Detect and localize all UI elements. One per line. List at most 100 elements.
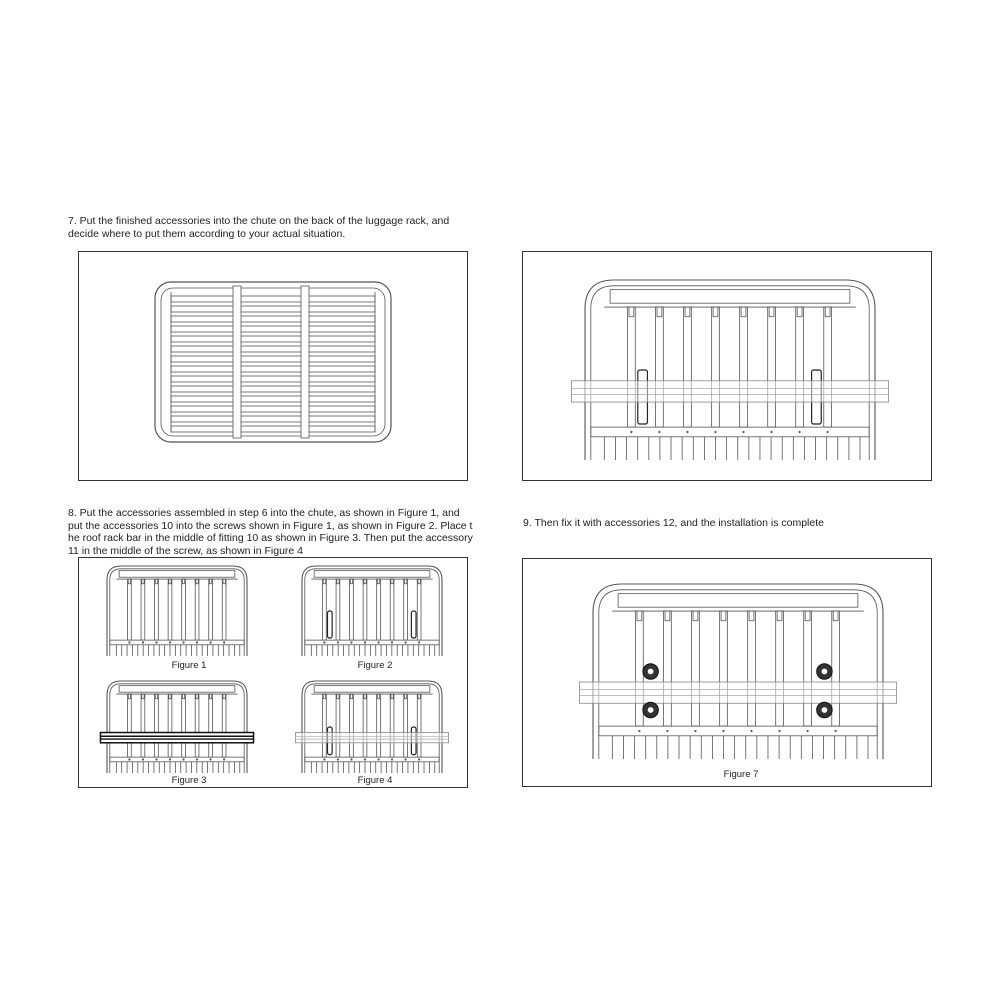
slat [719,610,728,727]
slat [349,578,354,641]
bolt [418,641,421,644]
slat [627,306,636,428]
slat [127,693,132,758]
bolt [418,758,421,761]
slat-clip [222,693,226,700]
bolt [390,758,394,761]
step9-line: 9. Then fix it with accessories 12, and … [523,517,824,529]
slat [775,610,784,727]
slat [416,693,422,758]
bolt [826,430,829,434]
bolt [750,729,753,733]
slat [767,306,776,428]
slat [194,578,200,641]
bolt [658,430,661,434]
slat [376,693,381,758]
slat-clip [195,578,199,585]
rail [232,285,242,439]
rack-top-view-diagram [154,281,392,443]
bottom-bar [590,426,870,438]
figure-3-caption: Figure 3 [171,775,207,786]
slat [181,693,186,758]
slat [140,578,146,641]
bolt [714,430,717,434]
slat-clip [349,693,354,700]
bolt [638,729,641,733]
slat-clip [712,306,719,318]
step8-instructions: 8. Put the accessories assembled in step… [68,507,473,557]
step7-line: 7. Put the finished accessories into the… [68,215,450,227]
bolt [195,641,199,644]
rail [300,285,310,439]
figure-7-diagram [579,583,897,759]
slat-clip [154,578,159,585]
figure-2-caption: Figure 2 [357,660,393,671]
slat-clip [209,693,213,700]
knob-center [821,707,828,713]
slat-clip [181,578,186,585]
bottom-bar [109,756,245,763]
crossbar [170,345,376,353]
slat-clip [740,306,747,318]
bolt [363,641,367,644]
figure-4-diagram [295,680,449,773]
slat-clip [154,693,159,700]
bolt [722,729,725,733]
rack-frame-inner [109,568,245,656]
slat [795,306,804,428]
crossbar [170,375,376,383]
slat [683,306,692,428]
slat-clip [322,693,326,700]
slat-clip [824,306,831,318]
bolt [182,641,185,644]
slat-clip [363,693,367,700]
bolt [666,729,669,733]
bolt [168,758,172,761]
slat-clip [404,578,408,585]
slat [803,610,812,727]
crossbar [170,315,376,323]
slat [322,578,327,641]
step8-line: he roof rack bar in the middle of fittin… [68,532,473,544]
front-plate [118,685,236,693]
slat-clip [417,578,421,585]
slat [691,610,700,727]
slat [362,693,368,758]
slat [389,578,395,641]
slat-clip [195,693,199,700]
bottom-bar [304,756,440,763]
bolt [798,430,801,434]
bolt [350,758,353,761]
step9-instructions: 9. Then fix it with accessories 12, and … [523,517,824,530]
slat [322,693,327,758]
bolt [742,430,745,434]
step8-line: 8. Put the accessories assembled in step… [68,507,460,519]
bolt [363,758,367,761]
slat-clip [656,306,663,318]
bolt [223,758,226,761]
slat-clip [127,693,131,700]
bolt [195,758,199,761]
crossbar [170,355,376,363]
step7-line: decide where to put them according to yo… [68,227,346,240]
rack-frame [584,279,876,460]
slat [140,693,146,758]
slat [711,306,720,428]
rack-frame-inner [160,287,386,437]
bolt [223,641,226,644]
slat-clip [832,610,839,622]
knob-center [647,707,654,713]
slat [362,578,368,641]
bolt [390,641,394,644]
slat-clip [636,610,643,622]
bolt [209,758,212,761]
knob-center [647,668,654,675]
slat [208,693,213,758]
slat [208,578,213,641]
slat-clip [804,610,811,622]
slat-clip [141,578,145,585]
step8-line: put the accessories 10 into the screws s… [68,519,473,532]
bolt [323,641,326,644]
slat-clip [376,578,381,585]
crossbar [170,295,376,303]
